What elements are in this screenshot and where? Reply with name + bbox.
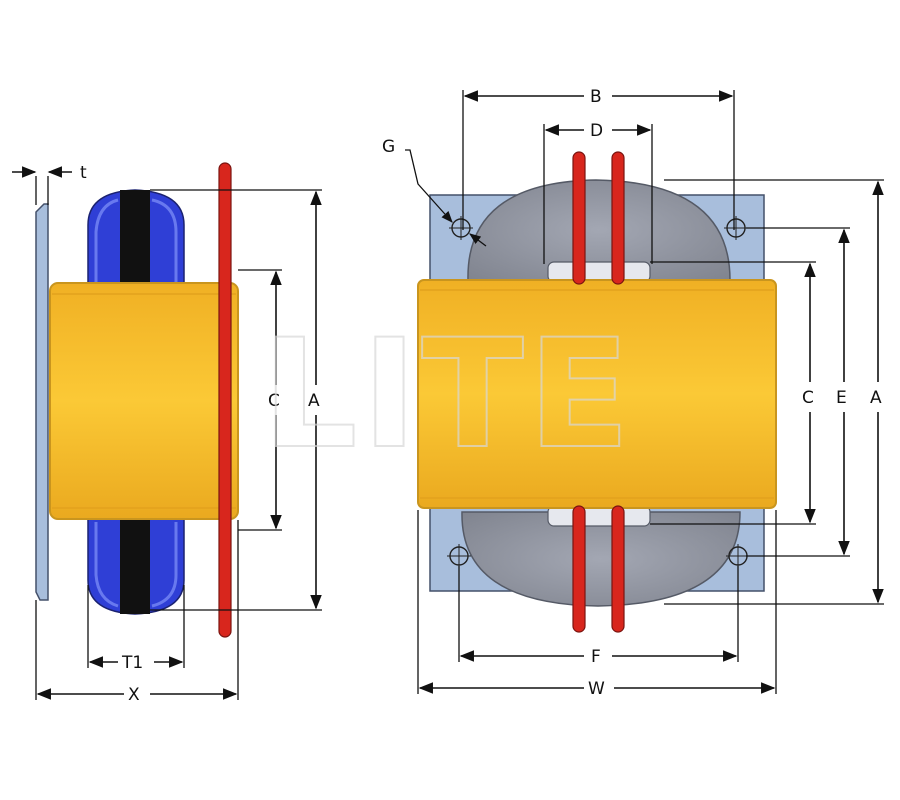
front-view: B D G C E: [382, 87, 884, 699]
core-upper: [467, 179, 731, 281]
dim-t: t: [12, 163, 87, 205]
lower-winding: [87, 517, 185, 615]
label-t: t: [80, 163, 87, 183]
dim-b: B: [462, 87, 735, 230]
label-c-front: C: [802, 388, 814, 408]
wire-bottom-right: [611, 505, 625, 633]
label-t1: T1: [121, 653, 143, 673]
dim-t1: T1: [87, 585, 185, 673]
dim-c-side: C: [238, 269, 282, 531]
label-g: G: [382, 137, 395, 157]
mounting-plate: [35, 203, 49, 601]
label-b: B: [590, 87, 602, 107]
label-a-side: A: [308, 391, 320, 411]
dim-g: G: [382, 137, 487, 247]
label-a-front: A: [870, 388, 882, 408]
dim-e: E: [746, 227, 850, 557]
mount-hole-tl: [449, 216, 473, 240]
side-view: t C A T1: [12, 162, 322, 705]
dim-a-front: A: [664, 179, 884, 605]
wire-bottom-left: [572, 505, 586, 633]
label-x: X: [128, 685, 140, 705]
label-w: W: [588, 679, 605, 699]
dim-a-side: A: [150, 189, 322, 611]
dim-c-front: C: [650, 261, 816, 525]
label-c-side: C: [268, 391, 280, 411]
wire-top-right: [611, 151, 625, 285]
dim-x: X: [35, 520, 239, 705]
upper-winding: [87, 189, 185, 289]
label-f: F: [591, 647, 601, 667]
front-bobbin: [417, 279, 777, 509]
dim-w: W: [417, 510, 777, 699]
side-terminal-wire: [218, 162, 232, 638]
label-e: E: [836, 388, 847, 408]
wire-top-left: [572, 151, 586, 285]
watermark: LITE: [262, 308, 634, 482]
mount-hole-bl: [447, 544, 471, 568]
dim-f: F: [458, 566, 739, 667]
dim-d: D: [543, 121, 653, 264]
mount-hole-tr: [724, 216, 748, 240]
side-bobbin: [49, 282, 239, 520]
core-lower: [461, 511, 741, 607]
label-d: D: [590, 121, 603, 141]
